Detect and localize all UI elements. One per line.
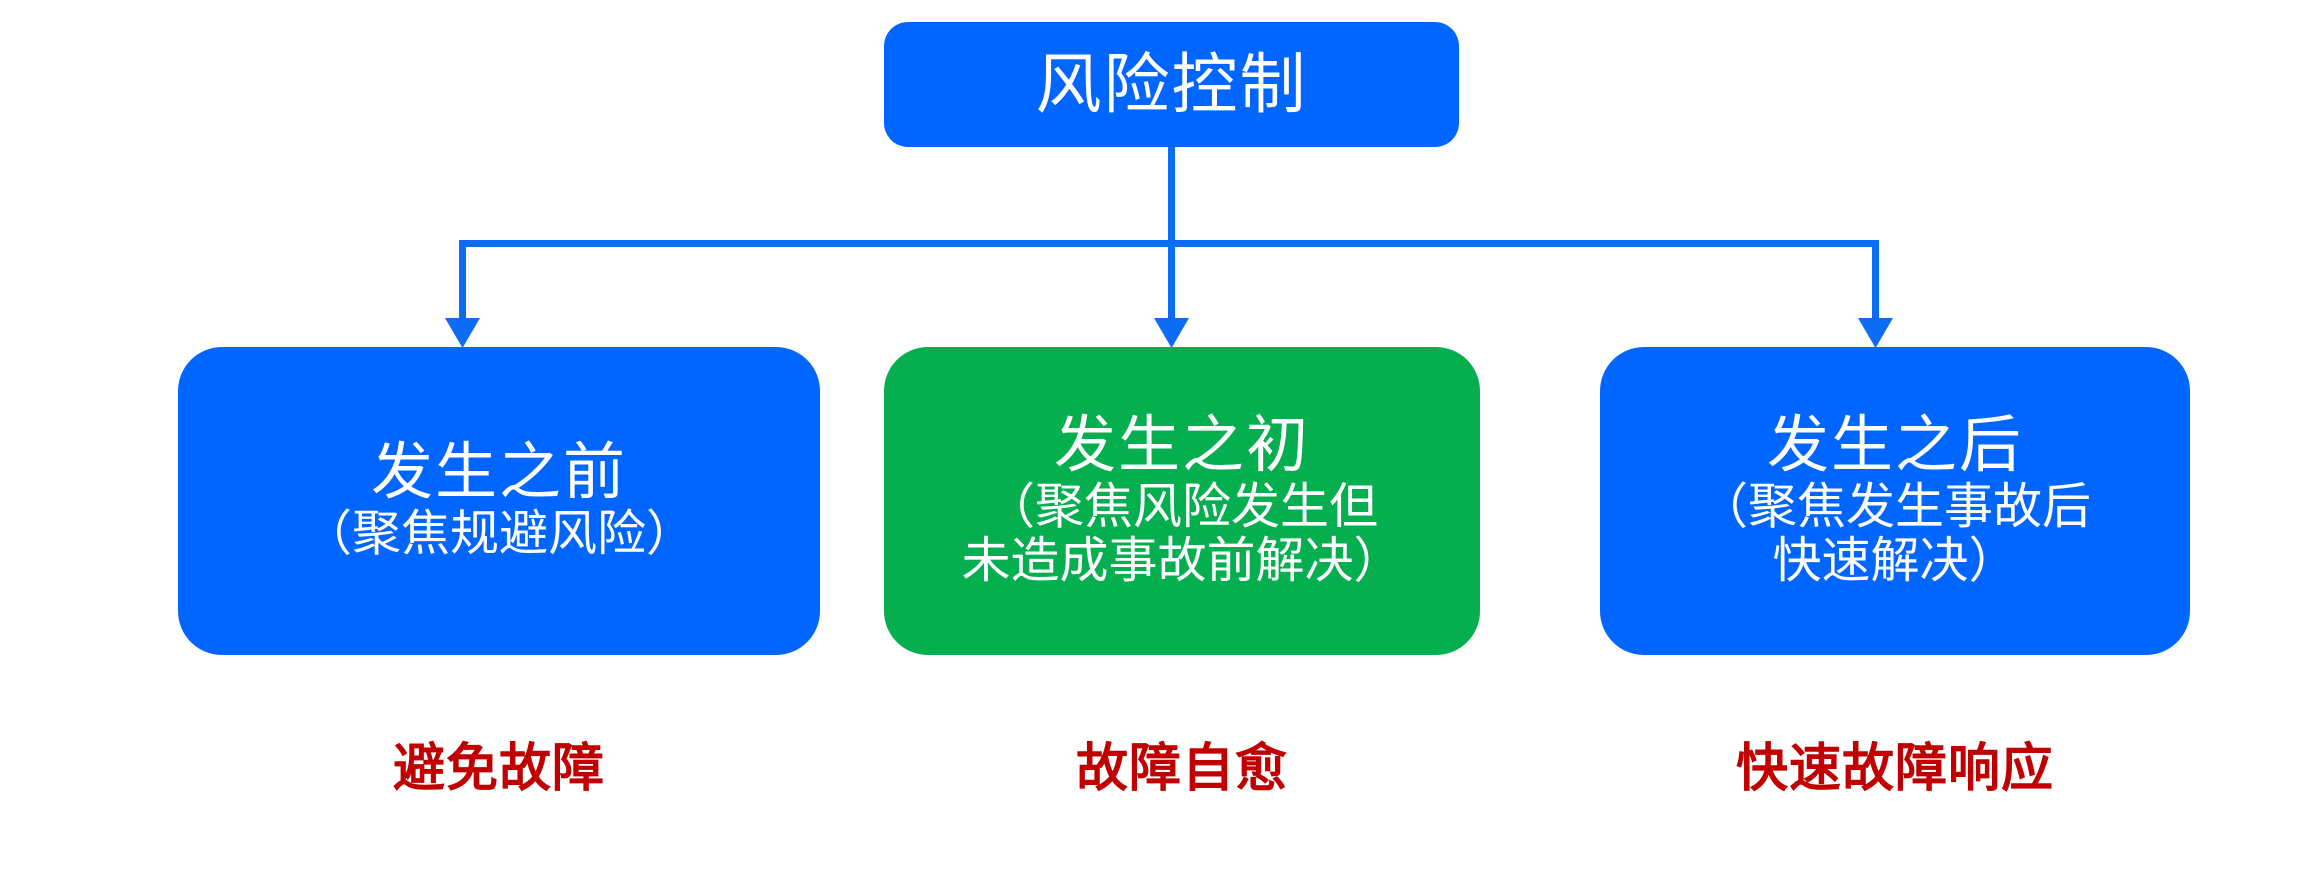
node-title: 发生之后 xyxy=(1766,411,2023,481)
node-after-occurrence[interactable]: 发生之后 （聚焦发生事故后 快速解决） xyxy=(1600,347,2190,655)
caption-avoid-failure: 避免故障 xyxy=(392,739,605,798)
node-title: 风险控制 xyxy=(1035,46,1308,121)
node-subtitle: （聚焦规避风险） xyxy=(302,506,695,561)
node-before-occurrence[interactable]: 发生之前 （聚焦规避风险） xyxy=(178,347,820,655)
arrowhead-left xyxy=(445,318,480,348)
node-title: 发生之初 xyxy=(1053,411,1310,481)
connector-drop-left xyxy=(459,240,466,322)
caption-fast-response: 快速故障响应 xyxy=(1735,739,2054,798)
arrowhead-right xyxy=(1858,318,1893,348)
arrowhead-center xyxy=(1154,318,1189,348)
node-title: 发生之前 xyxy=(370,438,627,508)
node-risk-control[interactable]: 风险控制 xyxy=(884,22,1459,147)
connector-drop-right xyxy=(1872,240,1879,322)
connector-bus xyxy=(459,240,1879,247)
connector-drop-center xyxy=(1168,240,1175,322)
caption-self-healing: 故障自愈 xyxy=(1075,739,1288,798)
node-onset-occurrence[interactable]: 发生之初 （聚焦风险发生但 未造成事故前解决） xyxy=(884,347,1480,655)
node-subtitle: （聚焦发生事故后 快速解决） xyxy=(1698,479,2091,588)
node-subtitle: （聚焦风险发生但 未造成事故前解决） xyxy=(961,479,1403,588)
connector-root-stem xyxy=(1168,147,1175,246)
